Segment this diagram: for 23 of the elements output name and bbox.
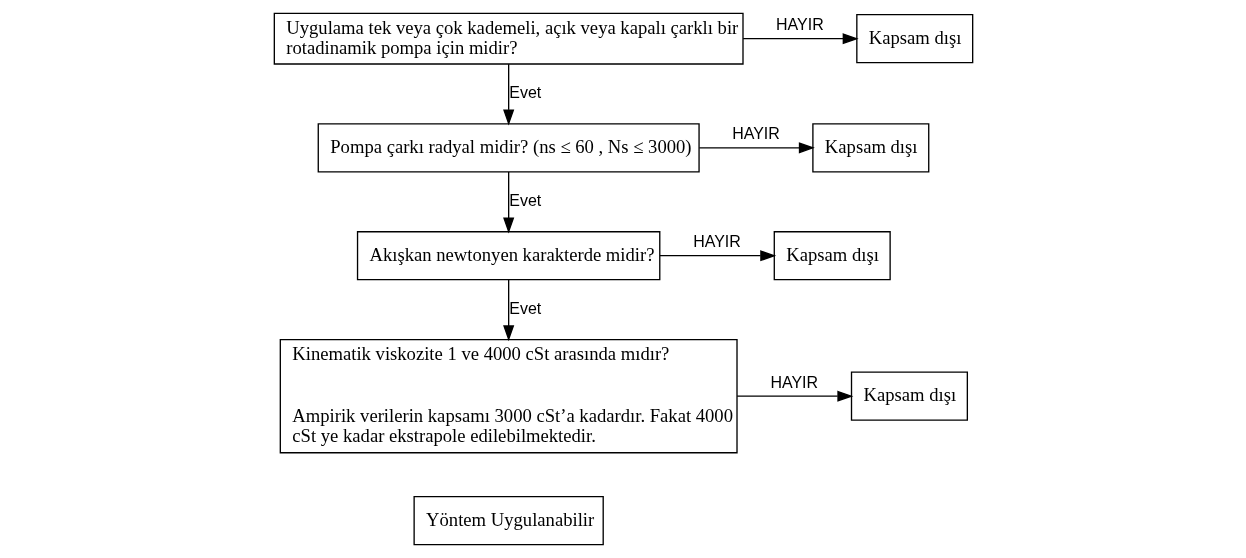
edge-label: HAYIR [692, 233, 741, 251]
node-box: Kapsam dışı [855, 14, 973, 64]
edge-label: Evet [508, 191, 541, 209]
node-box: Uygulama tek veya çok kademeli, açık veya kapalı çarklı bir rotadinamik pompa için midir? [273, 12, 744, 65]
arrow [502, 279, 514, 342]
arrow [741, 33, 859, 45]
node-box: Akışkan newtonyen karakterde midir? [356, 231, 660, 281]
edge-label: Evet [508, 299, 541, 317]
node-box: Kapsam dışı [773, 231, 891, 281]
arrow [502, 63, 514, 126]
arrow [698, 142, 815, 154]
arrow [735, 390, 853, 402]
node-box: Kapsam dışı [811, 123, 929, 173]
node-box: Pompa çarkı radyal midir? (ns ≤ 60 , Ns ≤ 3000) [317, 123, 700, 173]
arrow [658, 250, 776, 262]
node-box: Kinematik viskozite 1 ve 4000 cSt arasında mıdır? Ampirik verilerin kapsamı 3000 cSt’a kadardır. Fakat 4000 cSt ye kadar ekstrapole edilebilmektedir. [279, 338, 738, 454]
node-box: Kapsam dışı [850, 371, 968, 421]
node-box: Yöntem Uygulanabilir [412, 496, 604, 546]
arrow [502, 171, 514, 234]
edge-label: Evet [508, 84, 541, 102]
edge-label: HAYIR [731, 125, 780, 143]
edge-label: HAYIR [775, 16, 824, 34]
edge-label: HAYIR [769, 373, 818, 391]
